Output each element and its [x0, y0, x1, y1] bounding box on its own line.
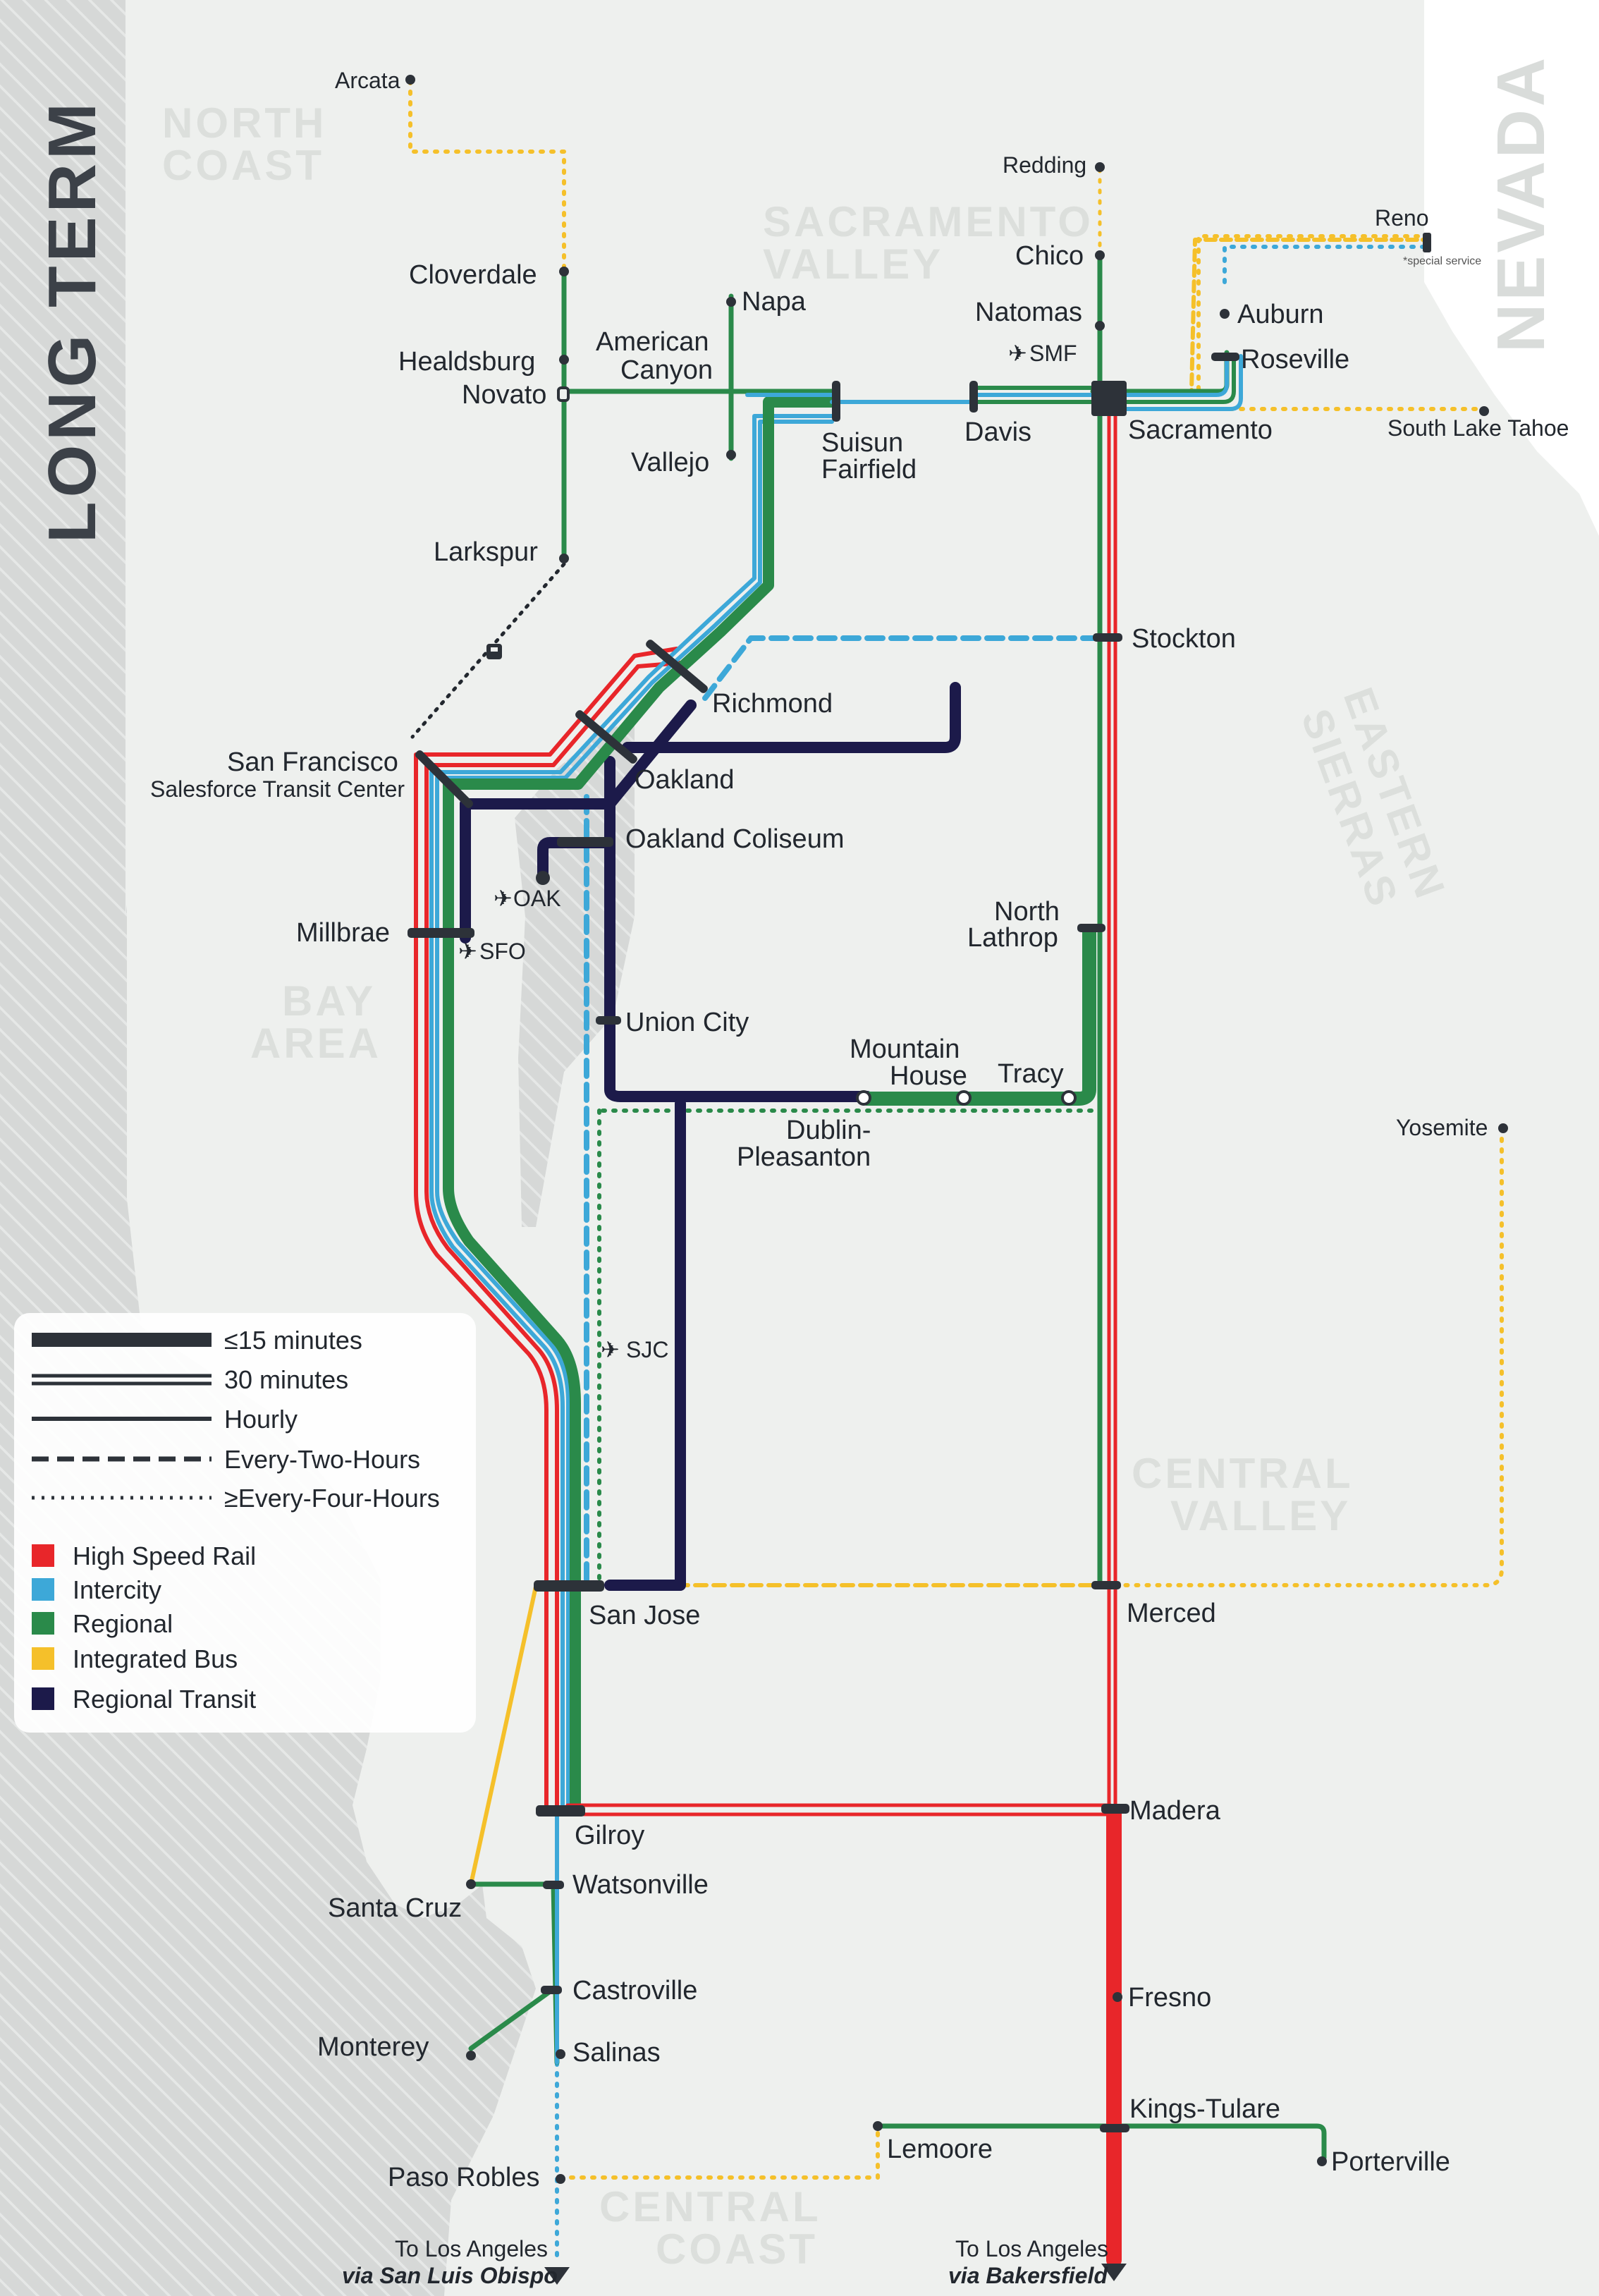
svg-text:✈: ✈ [494, 886, 513, 911]
svg-text:Arcata: Arcata [335, 68, 400, 93]
svg-text:Pleasanton: Pleasanton [737, 1142, 871, 1172]
svg-text:NORTH: NORTH [162, 99, 326, 147]
svg-text:San Francisco: San Francisco [227, 747, 398, 777]
svg-text:Paso Robles: Paso Robles [388, 2163, 539, 2192]
svg-text:via San Luis Obispo: via San Luis Obispo [342, 2263, 558, 2288]
svg-text:VALLEY: VALLEY [1170, 1492, 1351, 1539]
svg-text:Napa: Napa [742, 287, 807, 317]
svg-text:Chico: Chico [1015, 241, 1084, 271]
svg-text:Mountain: Mountain [850, 1034, 960, 1064]
svg-text:Monterey: Monterey [317, 2032, 429, 2062]
svg-text:To Los Angeles: To Los Angeles [395, 2236, 548, 2261]
svg-text:AREA: AREA [250, 1020, 381, 1067]
svg-text:Regional: Regional [73, 1609, 173, 1638]
svg-text:CENTRAL: CENTRAL [1132, 1450, 1354, 1497]
svg-text:Vallejo: Vallejo [631, 448, 709, 477]
svg-text:House: House [890, 1061, 967, 1091]
svg-text:COAST: COAST [162, 142, 324, 189]
svg-text:Davis: Davis [964, 417, 1031, 447]
svg-text:Tracy: Tracy [998, 1059, 1064, 1089]
svg-text:Dublin-: Dublin- [786, 1116, 871, 1145]
svg-text:Kings-Tulare: Kings-Tulare [1129, 2094, 1280, 2124]
svg-text:High Speed Rail: High Speed Rail [73, 1541, 256, 1570]
station-markers [408, 353, 1239, 2132]
svg-text:Porterville: Porterville [1331, 2147, 1450, 2177]
sacramento-marker [1091, 381, 1127, 416]
svg-text:American: American [596, 327, 709, 357]
svg-text:SMF: SMF [1029, 341, 1077, 366]
svg-text:Millbrae: Millbrae [296, 918, 390, 948]
svg-text:Salesforce Transit Center: Salesforce Transit Center [150, 776, 405, 802]
svg-text:Larkspur: Larkspur [434, 537, 538, 567]
airport-icon: ✈ ✈ ✈ ✈ [458, 341, 1027, 1362]
svg-text:Natomas: Natomas [975, 298, 1082, 327]
svg-text:Yosemite: Yosemite [1396, 1115, 1488, 1140]
svg-text:Fairfield: Fairfield [821, 455, 917, 484]
svg-text:Richmond: Richmond [712, 689, 833, 719]
svg-text:Suisun: Suisun [821, 428, 903, 458]
nevada-land [1424, 0, 1599, 536]
svg-text:Salinas: Salinas [572, 2038, 661, 2068]
svg-text:NEVADA: NEVADA [1483, 55, 1559, 353]
svg-text:Roseville: Roseville [1241, 345, 1349, 374]
svg-text:Redding: Redding [1003, 152, 1086, 178]
svg-text:Hourly: Hourly [224, 1405, 298, 1434]
svg-text:Novato: Novato [462, 380, 546, 410]
svg-text:Union City: Union City [625, 1008, 749, 1037]
svg-text:CENTRAL: CENTRAL [599, 2183, 821, 2230]
legend-frequency [32, 1333, 212, 1500]
svg-text:Cloverdale: Cloverdale [409, 260, 537, 290]
svg-text:North: North [994, 897, 1060, 927]
station-labels: Arcata Cloverdale Healdsburg Novato Amer… [150, 68, 1569, 2288]
land-north [125, 0, 1599, 2296]
svg-text:≥Every-Four-Hours: ≥Every-Four-Hours [224, 1484, 440, 1513]
svg-text:Santa Cruz: Santa Cruz [328, 1893, 462, 1923]
svg-text:Every-Two-Hours: Every-Two-Hours [224, 1445, 420, 1474]
svg-text:Reno: Reno [1375, 205, 1429, 231]
svg-text:via Bakersfield: via Bakersfield [948, 2263, 1108, 2288]
svg-text:VALLEY: VALLEY [763, 240, 943, 288]
svg-text:South Lake Tahoe: South Lake Tahoe [1387, 415, 1569, 441]
svg-text:BAY: BAY [282, 977, 376, 1025]
svg-text:Stockton: Stockton [1132, 624, 1236, 654]
legend: ≤15 minutes 30 minutes Hourly Every-Two-… [14, 1313, 476, 1733]
svg-text:✈: ✈ [458, 939, 477, 964]
svg-text:SACRAMENTO: SACRAMENTO [763, 198, 1093, 245]
region-labels: NORTH COAST SACRAMENTO VALLEY BAY AREA C… [162, 55, 1559, 2273]
svg-text:Watsonville: Watsonville [572, 1870, 709, 1900]
svg-text:Auburn: Auburn [1237, 300, 1324, 329]
station-dots [405, 75, 1508, 2285]
ferry-icon [486, 644, 502, 659]
svg-text:SFO: SFO [479, 939, 526, 964]
svg-text:To Los Angeles: To Los Angeles [955, 2236, 1108, 2261]
svg-text:Oakland Coliseum: Oakland Coliseum [625, 824, 844, 854]
svg-text:Oakland: Oakland [635, 765, 735, 795]
svg-text:Merced: Merced [1127, 1599, 1216, 1628]
svg-text:San Jose: San Jose [589, 1601, 700, 1630]
svg-text:COAST: COAST [656, 2225, 818, 2273]
svg-text:Lathrop: Lathrop [967, 923, 1058, 953]
svg-text:Gilroy: Gilroy [575, 1821, 644, 1850]
svg-text:30 minutes: 30 minutes [224, 1365, 348, 1394]
svg-text:✈: ✈ [601, 1337, 620, 1362]
svg-text:Sacramento: Sacramento [1128, 415, 1273, 445]
svg-text:Integrated Bus: Integrated Bus [73, 1644, 238, 1673]
svg-text:Healdsburg: Healdsburg [398, 347, 535, 377]
svg-text:Castroville: Castroville [572, 1976, 697, 2005]
svg-text:Canyon: Canyon [620, 355, 713, 385]
svg-text:SJC: SJC [626, 1337, 668, 1362]
svg-text:OAK: OAK [513, 886, 561, 911]
routes [408, 79, 1504, 2268]
svg-text:✈: ✈ [1008, 341, 1027, 366]
svg-text:Regional Transit: Regional Transit [73, 1685, 256, 1714]
svg-text:Fresno: Fresno [1128, 1983, 1211, 2013]
svg-text:Madera: Madera [1129, 1796, 1221, 1826]
svg-text:Intercity: Intercity [73, 1575, 161, 1604]
svg-text:*special service: *special service [1403, 255, 1481, 267]
svg-text:≤15 minutes: ≤15 minutes [224, 1326, 362, 1355]
transit-routes [460, 682, 961, 1591]
svg-text:Lemoore: Lemoore [887, 2135, 993, 2164]
map-title: LONG TERM [35, 99, 110, 543]
